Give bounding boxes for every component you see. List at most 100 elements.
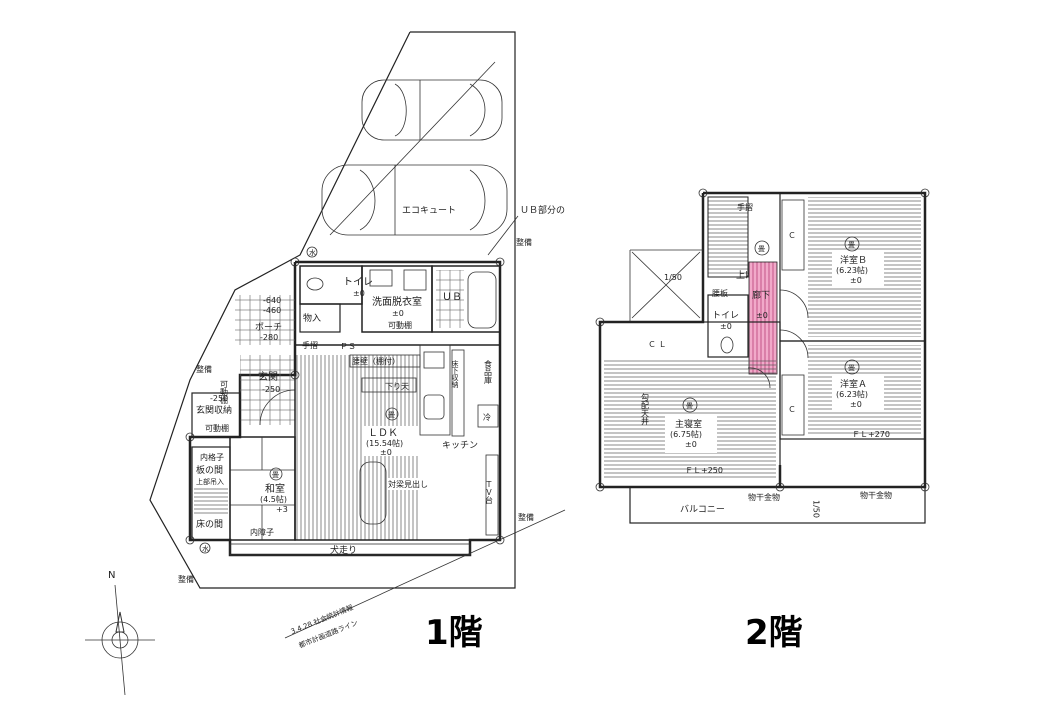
roof-slope: 1/50 — [664, 273, 682, 282]
entrance-storage-level: -250 — [210, 394, 228, 403]
balcony-slope: 1/50 — [812, 500, 821, 518]
room-b-level: ±0 — [850, 276, 862, 285]
ecocute-label: エコキュート — [402, 206, 456, 216]
boundary-label-3: 整備 — [518, 512, 534, 522]
water-mark-2: 水 — [202, 544, 209, 553]
washroom-level: ±0 — [392, 309, 404, 318]
tv-board — [485, 454, 499, 536]
veranda — [229, 543, 471, 556]
veranda-label: 犬走り — [330, 544, 357, 556]
fridge-label: 冷 — [483, 412, 491, 422]
tatami-room-size: (4.5帖) — [260, 494, 287, 504]
tatami-mark: 畳 — [272, 471, 279, 479]
site-diagonal — [329, 61, 496, 236]
ldk-mark: 畳 — [388, 411, 395, 419]
washroom-shelf-label: 可動棚 — [388, 320, 412, 330]
dry-hardware-1: 物干金物 — [748, 492, 780, 502]
toilet-fixture — [306, 277, 324, 291]
porch-level: -280 — [260, 333, 278, 342]
bathroom-floor — [436, 270, 464, 328]
room-b-label-box — [832, 252, 884, 286]
second-floor-plan: 1/50 手摺 畳 上げる 廊下 ±0 腰板 トイレ ±0 畳 洋室Ｂ (6.2… — [595, 188, 930, 653]
bathtub — [467, 271, 497, 329]
master-label-box — [665, 415, 717, 453]
master-cl-label: Ｃ Ｌ — [648, 340, 667, 349]
storage-label: 物入 — [303, 312, 321, 324]
washbasin — [369, 269, 393, 287]
master-mark: 畳 — [686, 402, 693, 410]
room-b-closet-label: Ｃ — [788, 231, 796, 240]
entrance-storage-label: 玄関収納 — [196, 404, 232, 416]
room-a-label-box — [832, 376, 884, 410]
stove — [423, 351, 445, 369]
kitchen-counter — [419, 344, 451, 436]
ldk-label: ＬＤＫ — [368, 428, 398, 439]
stair — [707, 196, 749, 278]
porch-steps — [235, 295, 295, 345]
room-b-closet — [781, 199, 805, 271]
column-posts-2f — [595, 188, 930, 492]
fridge-box — [477, 404, 499, 428]
entrance-label: 玄関 — [258, 370, 278, 383]
toilet-2f — [707, 294, 749, 358]
tv-label: ＴＶ台 — [485, 480, 494, 505]
inner-lattice-top: 内格子 — [200, 452, 224, 462]
hall-door-swing-2 — [779, 329, 809, 359]
beam-box — [386, 478, 438, 490]
entrance-area — [240, 355, 295, 425]
hall-label: 廊下 — [752, 289, 770, 301]
ldk-level: ±0 — [380, 448, 392, 457]
sofa — [359, 461, 387, 525]
porch-step2: -460 — [263, 306, 281, 315]
ub-label: ＵＢ — [442, 292, 462, 303]
master-label: 主寝室 — [675, 418, 702, 430]
toilet-2f-level: ±0 — [720, 322, 732, 331]
underfloor-label: 床下収納 — [451, 359, 459, 389]
first-floor-plan: エコキュート ＵＢ部分の トイレ ±0 洗面脱衣室 ±0 可動棚 ＵＢ 物入 Ｐ… — [85, 31, 566, 696]
first-floor-label: 1階 — [425, 613, 483, 653]
balcony-label: バルコニー — [680, 504, 725, 515]
pantry-label: 食品庫 — [484, 359, 493, 385]
wainscot-2f-label: 腰板 — [712, 288, 728, 298]
toilet-2f-fixture — [720, 336, 734, 354]
ldk-size: (15.54帖) — [366, 438, 403, 448]
porch-label: ポーチ — [255, 322, 282, 333]
kitchen-sink — [423, 394, 445, 420]
side-shelf-label: 可動棚 — [220, 380, 229, 405]
toilet-level: ±0 — [353, 289, 365, 298]
inner-lattice-bottom: 内障子 — [250, 527, 274, 537]
toilet-2f-label: トイレ — [712, 311, 739, 321]
balcony — [629, 486, 926, 524]
upper-storage-label: 上部吊入 — [196, 477, 224, 486]
stair-handrail-label: 手摺 — [737, 202, 753, 212]
dry-hardware-2: 物干金物 — [860, 490, 892, 500]
room-b-label: 洋室Ｂ — [840, 254, 867, 266]
room-a-closet — [781, 374, 805, 436]
lowered-ceiling-label: 下り天 — [385, 382, 409, 391]
room-a-level: ±0 — [850, 400, 862, 409]
hall-door-swing — [779, 289, 809, 319]
porch-step1: -640 — [263, 296, 281, 305]
ps-label: ＰＳ — [340, 342, 356, 351]
washer — [403, 269, 427, 291]
tatami-room — [229, 436, 296, 541]
column-posts-1f — [185, 257, 505, 545]
room-b-mark: 畳 — [848, 241, 855, 249]
north-compass: N — [85, 570, 155, 696]
washroom-label: 洗面脱衣室 — [372, 295, 422, 308]
bathroom-ub — [431, 265, 501, 333]
hall-hatch — [748, 261, 778, 375]
hall-level: ±0 — [756, 311, 768, 320]
car-outline-1 — [361, 79, 503, 141]
wainscot-label: 腰壁（棚付） — [352, 356, 400, 366]
entrance-level: -250 — [262, 385, 280, 394]
stair-mark: 畳 — [758, 245, 765, 253]
car-outline-2 — [321, 164, 508, 236]
ldk-mark-circle — [385, 407, 399, 421]
room-a-mark: 畳 — [848, 364, 855, 372]
lowered-ceiling-box — [361, 377, 417, 393]
tatami-room-level: +3 — [276, 505, 288, 514]
tokonoma-label: 床の間 — [196, 518, 223, 530]
ldk-label-box — [362, 426, 418, 456]
